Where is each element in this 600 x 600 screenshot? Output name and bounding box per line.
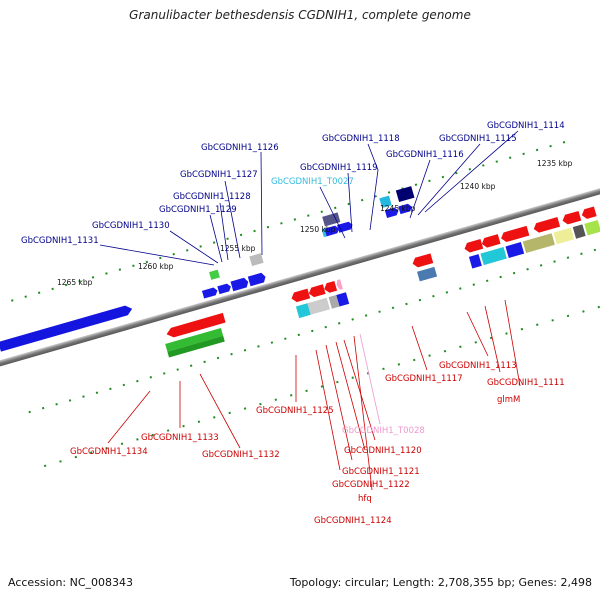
gene-box-gray[interactable]: [328, 294, 340, 309]
gene-box-green[interactable]: [167, 335, 225, 358]
gene-arrow-red[interactable]: [561, 210, 582, 226]
gene-arrow-red[interactable]: [323, 280, 338, 294]
gene-arrow[interactable]: [384, 207, 400, 218]
gene-label[interactable]: GbCGDNIH1_1126: [201, 143, 279, 153]
gene-label[interactable]: GbCGDNIH1_1124: [314, 516, 392, 526]
gene-label[interactable]: GbCGDNIH1_1122: [332, 480, 410, 490]
lower-leader-lines: [107, 299, 521, 491]
gene-box-lightgray[interactable]: [307, 297, 330, 315]
gene-arrow-blue-long[interactable]: [0, 304, 134, 352]
gene-label[interactable]: GbCGDNIH1_1131: [21, 236, 99, 246]
gene-label[interactable]: GbCGDNIH1_1129: [159, 205, 237, 215]
upper-gene-labels: GbCGDNIH1_1114 GbCGDNIH1_1115 GbCGDNIH1_…: [21, 121, 565, 246]
gene-label[interactable]: GbCGDNIH1_1125: [256, 406, 334, 416]
gene-label[interactable]: GbCGDNIH1_1120: [344, 446, 422, 456]
gene-arrow-red[interactable]: [532, 217, 561, 234]
gene-arrow-red[interactable]: [290, 288, 311, 304]
gene-label[interactable]: GbCGDNIH1_1121: [342, 467, 420, 477]
gene-arrow[interactable]: [201, 287, 219, 299]
gene-label[interactable]: GbCGDNIH1_1117: [385, 374, 463, 384]
lower-gene-labels: GbCGDNIH1_1113 GbCGDNIH1_1111 glmM GbCGD…: [70, 361, 565, 526]
gene-label[interactable]: GbCGDNIH1_T0027: [271, 177, 354, 187]
kbp-marker: 1245 kbp: [380, 204, 416, 213]
gene-label[interactable]: GbCGDNIH1_1111: [487, 378, 565, 388]
gene-arrow-red[interactable]: [500, 225, 530, 243]
gene-box-blue[interactable]: [336, 292, 350, 307]
gene-label[interactable]: GbCGDNIH1_1133: [141, 433, 219, 443]
kbp-marker: 1235 kbp: [537, 159, 573, 168]
gene-arrow-red[interactable]: [411, 253, 434, 268]
gene-label[interactable]: hfq: [358, 494, 372, 504]
gene-box-cyan[interactable]: [295, 303, 311, 319]
rna-leader-line: [359, 333, 381, 425]
gene-arrow-red[interactable]: [463, 239, 484, 254]
gene-label[interactable]: GbCGDNIH1_1115: [439, 134, 517, 144]
gene-label[interactable]: GbCGDNIH1_1134: [70, 447, 148, 457]
gene-arrow[interactable]: [398, 203, 413, 215]
gene-box-cyan[interactable]: [480, 247, 507, 266]
gene-label[interactable]: GbCGDNIH1_1118: [322, 134, 400, 144]
gene-arrow[interactable]: [230, 277, 250, 292]
gene-label[interactable]: GbCGDNIH1_1132: [202, 450, 280, 460]
gene-box-darkgray[interactable]: [572, 224, 586, 239]
gene-arrow[interactable]: [323, 225, 341, 237]
gene-arrow[interactable]: [247, 272, 267, 287]
gene-label[interactable]: GbCGDNIH1_1130: [92, 221, 170, 231]
topology-text: Topology: circular; Length: 2,708,355 bp…: [289, 576, 592, 589]
gene-arrow-red[interactable]: [480, 234, 501, 249]
gene-arrow-red[interactable]: [307, 284, 326, 298]
gene-label[interactable]: glmM: [497, 395, 520, 405]
gene-arrow-red[interactable]: [580, 206, 597, 220]
gene-box-blue[interactable]: [468, 254, 482, 269]
gene-box-green[interactable]: [165, 328, 224, 352]
gene-label[interactable]: GbCGDNIH1_1128: [173, 192, 251, 202]
gene-arrow-red[interactable]: [165, 312, 226, 339]
upper-leader-lines: [99, 130, 519, 266]
upper-strand-features: [0, 186, 415, 352]
gene-box-green[interactable]: [209, 269, 220, 280]
kbp-marker: 1265 kbp: [57, 278, 93, 287]
tick-row-upper: [0, 138, 575, 306]
gene-box-olive[interactable]: [522, 233, 555, 254]
gene-box-blue[interactable]: [505, 242, 525, 258]
map-title: Granulibacter bethesdensis CGDNIH1, comp…: [129, 8, 471, 22]
gene-box-purple[interactable]: [322, 212, 341, 227]
tick-row-lower: [28, 245, 600, 468]
gene-label[interactable]: GbCGDNIH1_1119: [300, 163, 378, 173]
gene-box-cyan[interactable]: [379, 195, 392, 208]
gene-arrow-pink[interactable]: [335, 279, 343, 290]
accession-text: Accession: NC_008343: [8, 576, 134, 589]
gene-arrow[interactable]: [217, 283, 232, 295]
kbp-marker: 1260 kbp: [138, 262, 174, 271]
gene-box-khaki[interactable]: [553, 227, 575, 245]
gene-label[interactable]: GbCGDNIH1_1113: [439, 361, 517, 371]
lower-strand-features: [165, 206, 600, 358]
gene-box-steelblue[interactable]: [417, 266, 438, 282]
gene-box-lime[interactable]: [584, 219, 600, 236]
genome-backbone: [0, 185, 600, 368]
gene-label[interactable]: GbCGDNIH1_T0028: [342, 426, 425, 436]
kbp-marker: 1250 kbp: [300, 225, 336, 234]
gene-label[interactable]: GbCGDNIH1_1127: [180, 170, 258, 180]
gene-box-gray[interactable]: [249, 253, 264, 267]
gene-label[interactable]: GbCGDNIH1_1114: [487, 121, 565, 131]
kbp-marker: 1240 kbp: [460, 182, 496, 191]
gene-label[interactable]: GbCGDNIH1_1116: [386, 150, 464, 160]
gene-box-cyan[interactable]: [321, 228, 327, 238]
gene-box-navy[interactable]: [395, 186, 415, 203]
